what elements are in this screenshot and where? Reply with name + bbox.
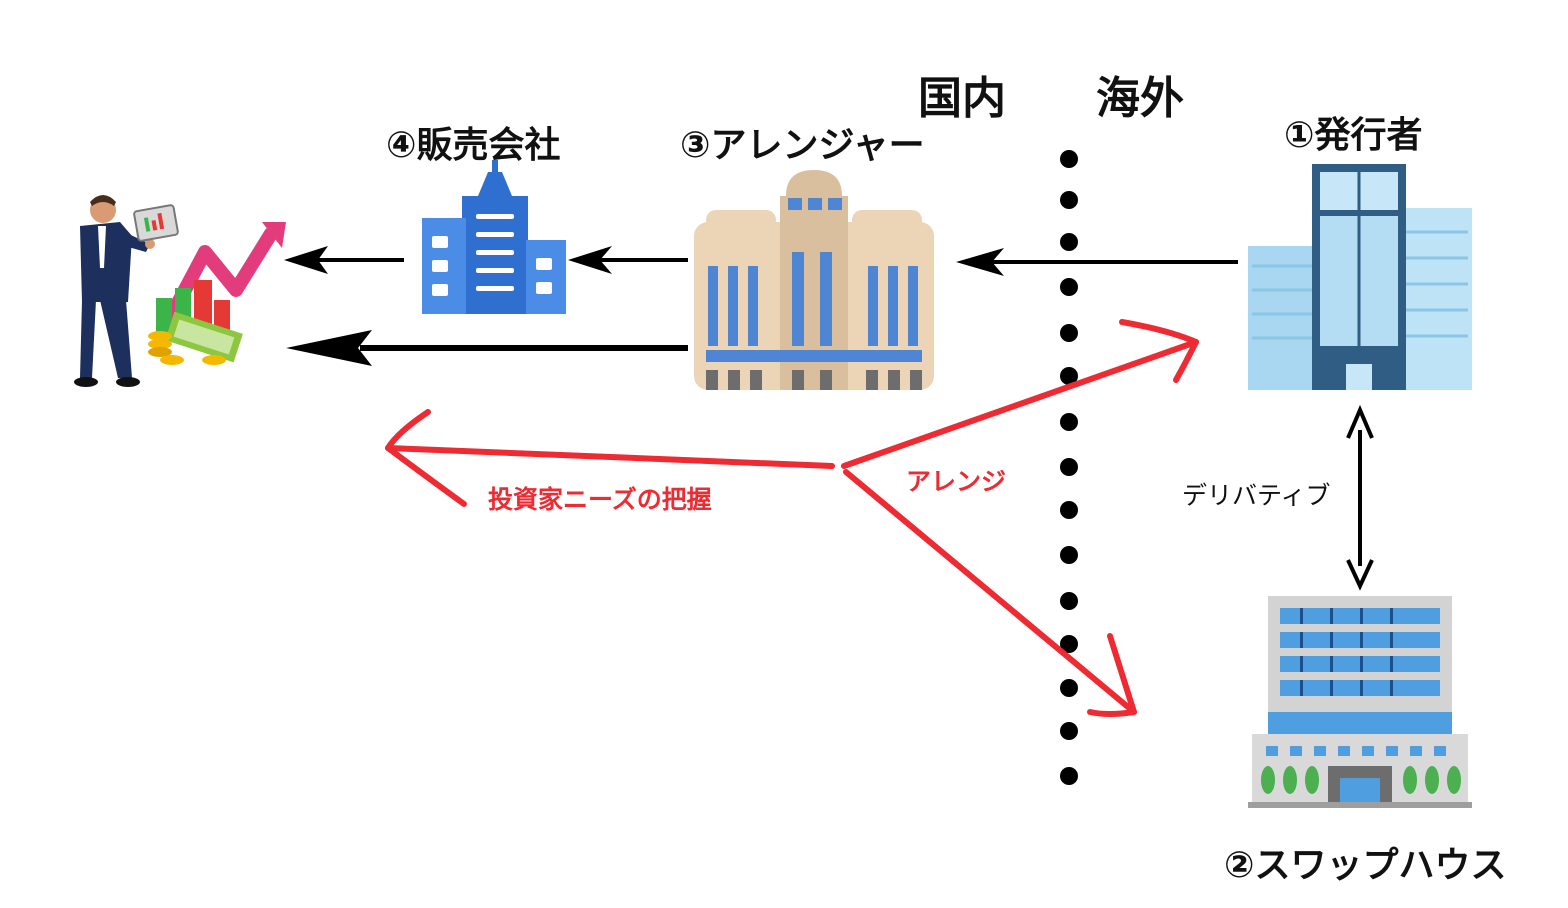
investor-icon <box>74 195 286 387</box>
arrow-arranger-to-investor <box>286 330 688 366</box>
arrange-label: アレンジ <box>906 467 1007 496</box>
arrow-arranger-to-sales <box>568 246 688 274</box>
sales-company-label: ④販売会社 <box>386 125 561 166</box>
region-label-domestic: 国内 <box>918 73 1006 124</box>
arranger-label: ③アレンジャー <box>680 125 925 166</box>
swap-house-building-icon <box>1248 596 1472 808</box>
border-divider-dotted <box>1060 150 1078 785</box>
derivative-label: デリバティブ <box>1182 481 1331 510</box>
investor-needs-label: 投資家ニーズの把握 <box>488 485 712 514</box>
arrow-sales-to-investor <box>284 246 404 274</box>
issuer-building-icon <box>1248 164 1472 390</box>
swap-house-label: ②スワップハウス <box>1224 845 1507 886</box>
issuer-label: ①発行者 <box>1284 115 1423 156</box>
arrow-issuer-to-arranger <box>956 248 1238 276</box>
derivative-double-arrow <box>1346 404 1374 591</box>
region-label-overseas: 海外 <box>1096 73 1184 124</box>
arranger-building-icon <box>694 170 934 390</box>
sales-company-building-icon <box>422 160 566 314</box>
red-arrow-to-swap-house <box>843 469 1137 717</box>
red-arrow-investor-needs <box>385 409 835 507</box>
red-arrow-to-issuer <box>841 319 1199 469</box>
